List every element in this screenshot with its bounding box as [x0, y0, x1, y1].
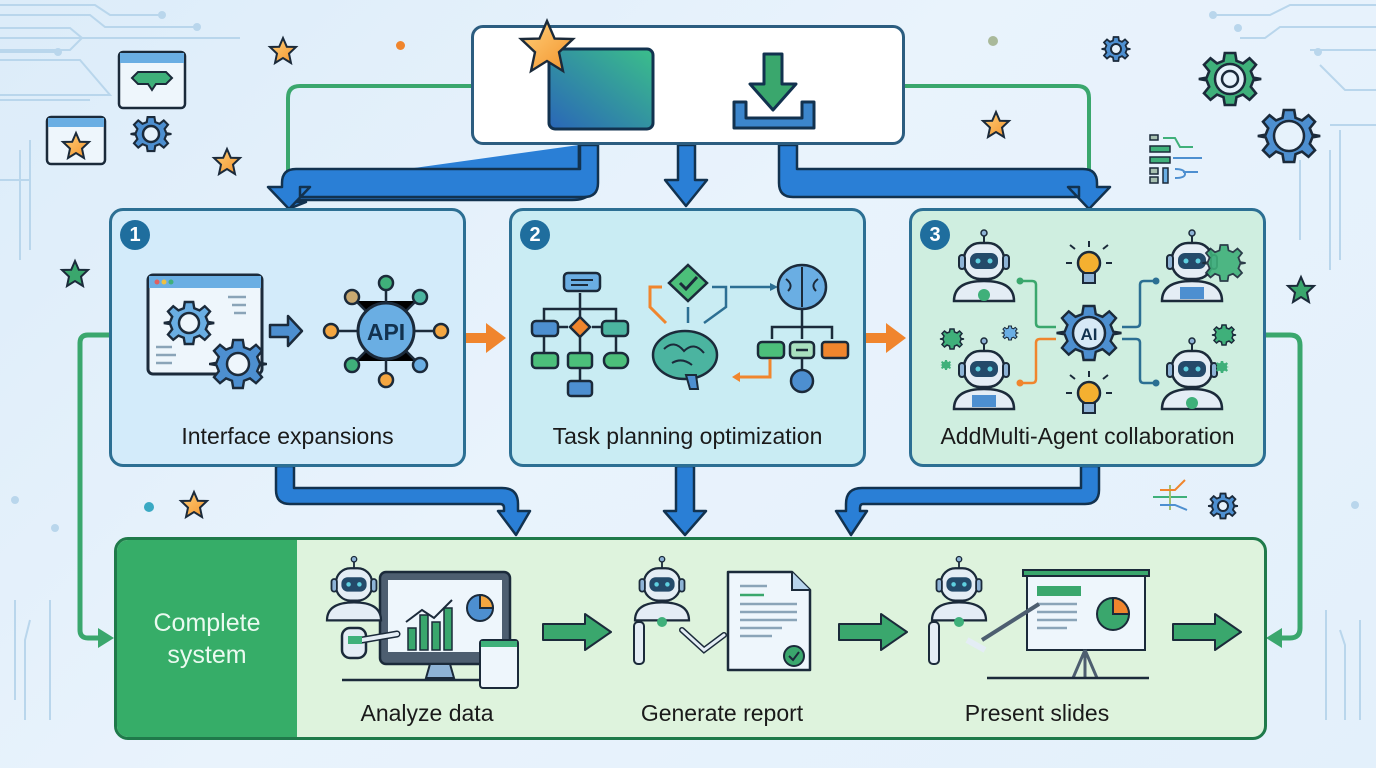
green-loop-left-head [98, 628, 114, 648]
robot-report-icon [633, 555, 812, 672]
green-loop-left [77, 332, 110, 641]
download-icon[interactable] [732, 52, 822, 132]
gear-icon [1197, 51, 1263, 107]
network-icon [1153, 479, 1188, 511]
green-arrow [1172, 613, 1242, 651]
step-card-2: 2 Task planning optimization [509, 208, 866, 467]
gear-icon [129, 115, 173, 153]
green-connector [286, 84, 472, 180]
brain-flowchart-icon [530, 263, 850, 398]
complete-system-title: Complete system [153, 608, 261, 669]
green-arrow [542, 613, 612, 651]
step-label: Interface expansions [181, 423, 394, 449]
green-loop-right-head [1266, 628, 1282, 648]
step-label: Task planning optimization [552, 423, 823, 449]
gear-icon [1256, 108, 1322, 164]
blue-arrow-from-step1 [274, 464, 532, 537]
blue-arrow-from-step2 [662, 464, 708, 537]
gear-icon [1207, 492, 1239, 520]
complete-system-panel: Complete system Analyze data [114, 537, 1267, 740]
input-box [471, 19, 905, 145]
gear-icon [1100, 36, 1132, 62]
step-card-1: 1 API Interface expansions [109, 208, 466, 467]
blue-arrow-from-step3 [834, 464, 1101, 537]
blue-arrow-to-step1 [266, 143, 600, 211]
step-number-badge: 2 [520, 220, 550, 250]
stage-label: Generate report [640, 700, 804, 726]
step-card-3: 3 AI [909, 208, 1266, 467]
ai-label: AI [1081, 325, 1098, 344]
robot-dashboard-icon [325, 555, 519, 689]
orange-arrow [466, 323, 506, 353]
chat-window-icon [117, 50, 187, 110]
dot-decoration [144, 502, 154, 512]
complete-system-title-block: Complete system [117, 540, 297, 737]
robot-presentation-icon [928, 555, 1150, 680]
lightbulb-icon [1066, 371, 1112, 414]
workflow-icon [1149, 134, 1171, 184]
lightbulb-icon [1066, 241, 1112, 284]
star-app-icon[interactable] [519, 19, 657, 132]
api-label: API [367, 319, 405, 345]
blue-arrow-to-step2 [663, 143, 709, 208]
step-number-badge: 3 [920, 220, 950, 250]
green-arrow [838, 613, 908, 651]
api-hub-icon: API [146, 273, 450, 390]
orange-arrow [866, 323, 906, 353]
stage-label: Analyze data [360, 700, 494, 726]
star-window-icon [45, 115, 107, 166]
multi-robot-ai-icon: AI [939, 228, 1247, 414]
step-number-badge: 1 [120, 220, 150, 250]
dot-decoration [396, 41, 405, 50]
stage-label: Present slides [964, 700, 1110, 726]
blue-arrow-to-step3 [777, 143, 1112, 211]
dot-decoration [988, 36, 998, 46]
green-loop-right [1266, 332, 1303, 641]
green-connector [904, 84, 1091, 180]
step-label: AddMulti-Agent collaboration [940, 423, 1235, 449]
